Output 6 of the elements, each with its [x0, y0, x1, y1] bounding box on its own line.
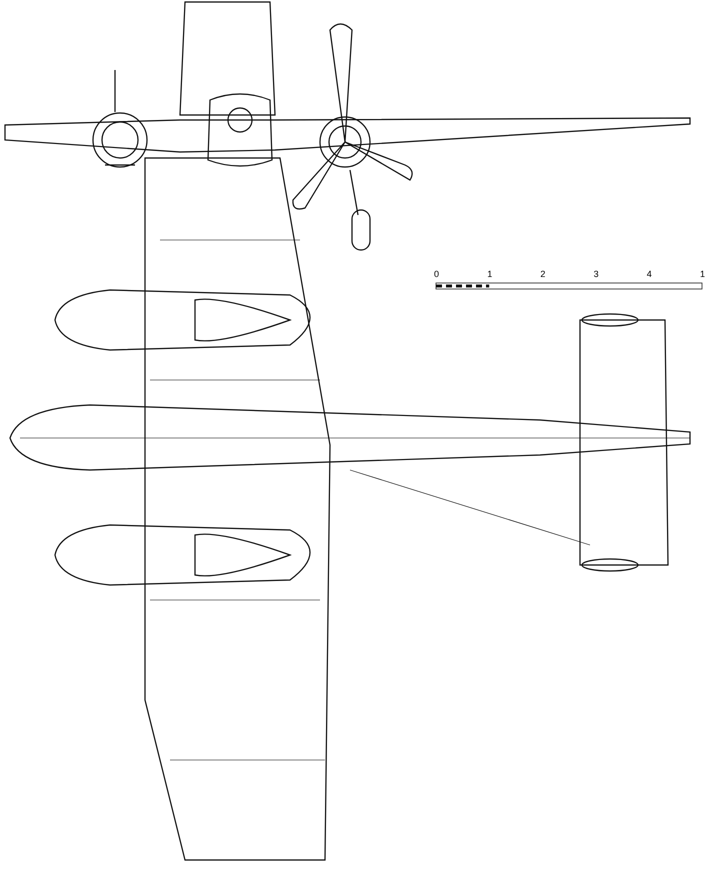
scale-number: 3 — [594, 270, 599, 279]
scale-number: 4 — [646, 270, 652, 279]
scale-number: 1 — [700, 270, 706, 279]
scale-number: 1 — [487, 270, 492, 279]
scale-number: 0 — [434, 270, 440, 279]
scale-number: 2 — [540, 270, 546, 279]
